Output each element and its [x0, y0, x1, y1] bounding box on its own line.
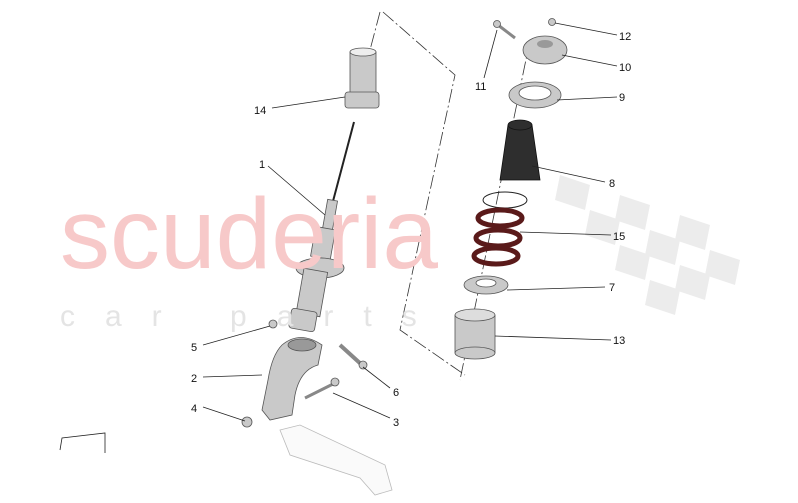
part-14-dust-tube[interactable]	[344, 47, 380, 109]
part-4-nut[interactable]	[241, 416, 253, 428]
part-10-top-mount[interactable]	[522, 35, 568, 65]
part-2-knuckle[interactable]	[261, 337, 323, 421]
part-5-nut[interactable]	[268, 319, 278, 329]
lower-arm-ghost	[279, 424, 393, 496]
part-9-bearing-ring[interactable]	[508, 81, 562, 109]
callout-12[interactable]: 12	[619, 31, 631, 43]
watermark-scuderia: scuderia	[60, 178, 438, 290]
part-15-coil-spring[interactable]	[471, 191, 528, 267]
callout-9[interactable]: 9	[619, 92, 625, 104]
part-11-bolt[interactable]	[493, 20, 516, 40]
part-13-bushing[interactable]	[454, 308, 496, 360]
callout-15[interactable]: 15	[613, 231, 625, 243]
part-6-bolt[interactable]	[338, 343, 368, 370]
axis-line	[382, 11, 466, 376]
direction-arrow-icon	[59, 432, 106, 453]
callout-1[interactable]: 1	[259, 159, 265, 171]
callout-7[interactable]: 7	[609, 282, 615, 294]
callout-8[interactable]: 8	[609, 178, 615, 190]
callout-4[interactable]: 4	[191, 403, 197, 415]
callout-14[interactable]: 14	[254, 105, 266, 117]
part-7-spring-seat[interactable]	[463, 275, 509, 295]
callout-11[interactable]: 11	[475, 81, 486, 93]
leader-lines	[202, 22, 618, 422]
flag-watermark	[555, 175, 740, 315]
part-3-bolt[interactable]	[304, 377, 340, 400]
callout-2[interactable]: 2	[191, 373, 197, 385]
part-8-bump-boot[interactable]	[499, 119, 541, 181]
axis-line	[369, 11, 381, 51]
callout-13[interactable]: 13	[613, 335, 625, 347]
part-1-damper[interactable]	[288, 121, 355, 333]
callout-6[interactable]: 6	[393, 387, 399, 399]
callout-10[interactable]: 10	[619, 62, 631, 74]
callout-5[interactable]: 5	[191, 342, 197, 354]
part-12-nut[interactable]	[548, 18, 556, 26]
callout-3[interactable]: 3	[393, 417, 399, 429]
watermark-car-parts: car parts	[60, 300, 447, 333]
